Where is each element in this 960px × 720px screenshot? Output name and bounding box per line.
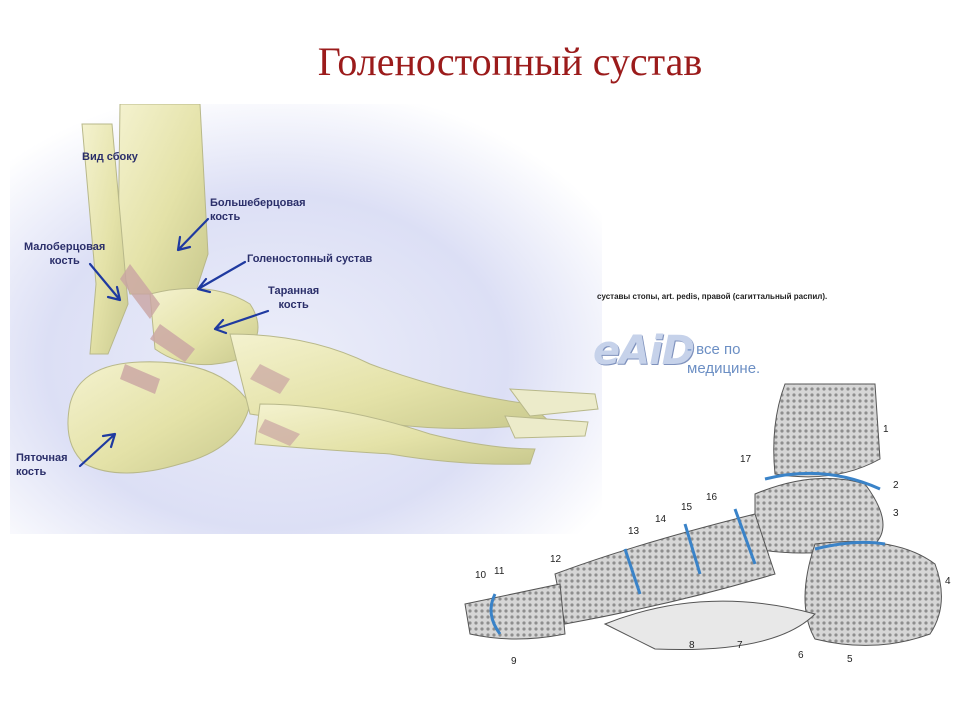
label-tibia: Большеберцовая кость — [210, 197, 306, 223]
ligament — [258, 419, 300, 446]
talonavicular-joint — [733, 508, 757, 565]
lateral-foot-illustration: Вид сбоку Большеберцовая кость Малоберцо… — [10, 104, 602, 534]
toe-phalanges-lower — [504, 415, 589, 439]
joint-cartilage-lines — [489, 471, 886, 635]
callout-1: 1 — [883, 424, 889, 435]
callout-13: 13 — [628, 526, 640, 537]
interphalangeal-joint — [489, 593, 502, 635]
callout-14: 14 — [655, 514, 667, 525]
label-side-view: Вид сбоку — [82, 151, 138, 163]
pointer-arrows — [78, 217, 270, 468]
label-ankle-joint: Голеностопный сустав — [247, 253, 373, 265]
talus-arrow — [213, 309, 270, 335]
ankle-joint-cartilage — [764, 471, 881, 491]
callout-3: 3 — [893, 508, 899, 519]
label-fibula: Малоберцовая кость — [24, 241, 106, 267]
section-toe — [464, 583, 566, 640]
callout-7: 7 — [737, 640, 743, 651]
sagittal-section-illustration: суставы стопы, art. pedis, правой (сагит… — [455, 284, 960, 720]
calcaneus-bone — [67, 361, 251, 474]
ligament — [120, 364, 160, 394]
label-talus: Таранная кость — [268, 285, 320, 311]
subtalar-joint-cartilage — [814, 540, 886, 551]
section-talus — [754, 477, 884, 554]
section-calcaneus — [804, 541, 942, 646]
tibia-arrow — [176, 217, 210, 252]
callout-11: 11 — [494, 566, 505, 577]
ligament — [120, 264, 160, 319]
watermark-logo: eAiD — [593, 328, 695, 374]
section-tibia — [773, 383, 881, 478]
callout-10: 10 — [475, 570, 487, 581]
callout-5: 5 — [847, 654, 853, 665]
tibia-bone — [117, 104, 209, 295]
callout-16: 16 — [706, 492, 718, 503]
tarsometatarsal-joint — [623, 548, 642, 595]
callout-17: 17 — [740, 454, 752, 465]
callout-8: 8 — [689, 640, 695, 651]
callout-9: 9 — [511, 656, 517, 667]
calcaneus-arrow — [78, 432, 117, 468]
fibula-arrow — [88, 262, 122, 302]
slide-title: Голеностопный сустав — [317, 39, 703, 84]
callout-2: 2 — [893, 480, 899, 491]
callout-4: 4 — [945, 576, 951, 587]
section-plantar-muscles — [603, 600, 816, 651]
section-midfoot — [554, 513, 776, 625]
ligament — [150, 324, 195, 362]
lateral-metatarsals — [254, 403, 536, 465]
lateral-foot-drawing — [10, 104, 602, 534]
cuneonavicular-joint — [683, 523, 702, 575]
ankle-joint-arrow — [196, 260, 247, 294]
callout-12: 12 — [550, 554, 562, 565]
label-calcaneus: Пяточная кость — [16, 452, 68, 478]
watermark-tagline: - все по медицине. — [687, 341, 761, 377]
figure-caption: суставы стопы, art. pedis, правой (сагит… — [597, 292, 828, 301]
ligament — [250, 364, 290, 394]
toe-phalanges — [508, 388, 599, 417]
callout-15: 15 — [681, 502, 693, 513]
sagittal-foot-drawing — [464, 383, 942, 651]
callout-6: 6 — [798, 650, 804, 661]
